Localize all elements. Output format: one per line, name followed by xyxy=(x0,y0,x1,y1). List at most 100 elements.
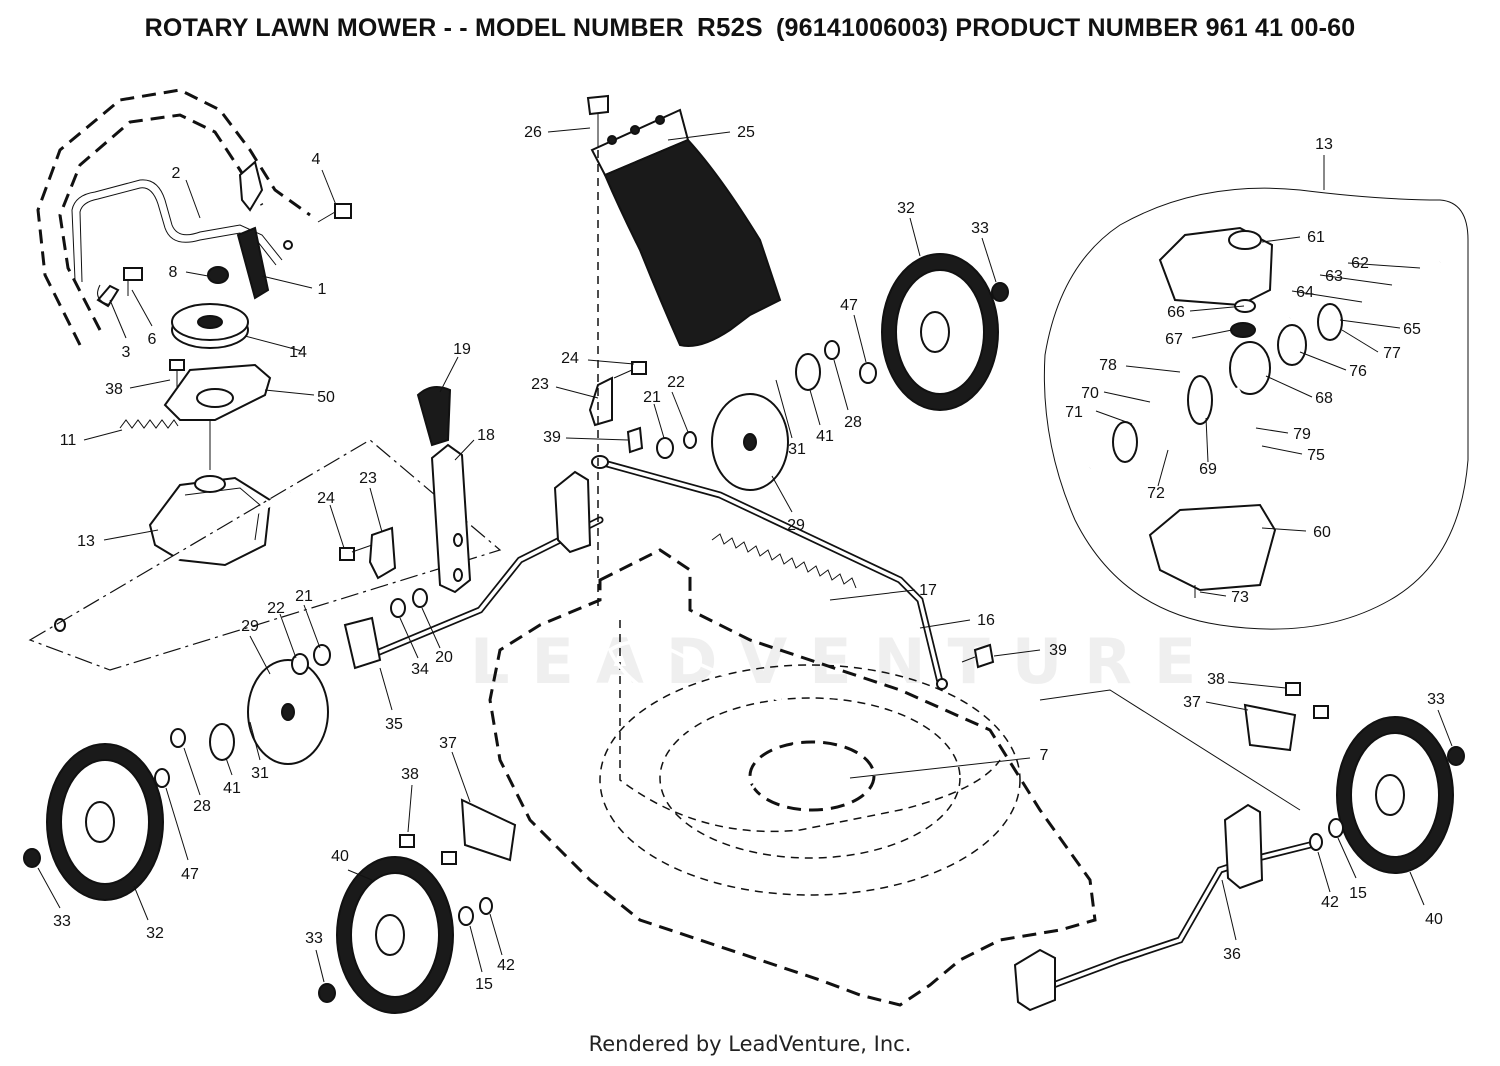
washers-15-42-left xyxy=(458,897,493,926)
callout-22: 22 xyxy=(667,374,685,391)
callout-8: 8 xyxy=(169,264,178,281)
callout-2: 2 xyxy=(172,165,181,182)
callout-61: 61 xyxy=(1307,229,1325,246)
callout-47: 47 xyxy=(181,866,199,883)
callout-17: 17 xyxy=(919,582,937,599)
nut-33-rear-left xyxy=(23,848,41,868)
spring-17 xyxy=(711,533,857,589)
callout-33: 33 xyxy=(53,913,71,930)
bolt-6 xyxy=(123,267,143,296)
clip-3 xyxy=(96,284,120,308)
callout-66: 66 xyxy=(1167,304,1185,321)
callout-60: 60 xyxy=(1313,524,1331,541)
title-suffix: (96141006003) PRODUCT NUMBER 961 41 00-6… xyxy=(776,14,1356,42)
callout-21: 21 xyxy=(295,588,313,605)
callout-40: 40 xyxy=(1425,911,1443,928)
spring-11 xyxy=(119,419,179,429)
callout-64: 64 xyxy=(1296,284,1314,301)
callout-20: 20 xyxy=(435,649,453,666)
callout-26: 26 xyxy=(524,124,542,141)
callout-50: 50 xyxy=(317,389,335,406)
handle-outline xyxy=(36,88,311,346)
front-axle-36 xyxy=(1013,803,1314,1012)
wheel-40-front-left xyxy=(336,856,454,1014)
callout-37: 37 xyxy=(1183,694,1201,711)
callout-23: 23 xyxy=(359,470,377,487)
callout-38: 38 xyxy=(105,381,123,398)
callout-40: 40 xyxy=(331,848,349,865)
callout-33: 33 xyxy=(305,930,323,947)
callout-13: 13 xyxy=(1315,136,1333,153)
callout-25: 25 xyxy=(737,124,755,141)
wheel-32-rear-right xyxy=(881,253,999,411)
rod-16 xyxy=(591,455,948,690)
callout-22: 22 xyxy=(267,600,285,617)
nut-33-front-left xyxy=(318,983,336,1003)
callout-39: 39 xyxy=(1049,642,1067,659)
callout-32: 32 xyxy=(146,925,164,942)
callout-31: 31 xyxy=(251,765,269,782)
callout-76: 76 xyxy=(1349,363,1367,380)
callout-37: 37 xyxy=(439,735,457,752)
title-prefix: ROTARY LAWN MOWER - - MODEL NUMBER xyxy=(144,14,684,42)
bolt-26 xyxy=(586,94,609,150)
nut-33-rear-right xyxy=(991,282,1009,302)
callout-63: 63 xyxy=(1325,268,1343,285)
callout-47: 47 xyxy=(840,297,858,314)
callout-35: 35 xyxy=(385,716,403,733)
callout-6: 6 xyxy=(148,331,157,348)
callout-32: 32 xyxy=(897,200,915,217)
grip-19 xyxy=(416,385,452,447)
rear-axle-rod xyxy=(343,470,604,670)
callout-19: 19 xyxy=(453,341,471,358)
gear-41-right xyxy=(795,340,877,391)
washers-21-22-39 xyxy=(626,426,697,459)
callout-34: 34 xyxy=(411,661,429,678)
callout-4: 4 xyxy=(312,151,321,168)
nut-33-front-right xyxy=(1447,746,1465,766)
rendered-by-footer: Rendered by LeadVenture, Inc. xyxy=(588,1032,912,1056)
reference-box xyxy=(28,439,502,671)
callout-31: 31 xyxy=(788,441,806,458)
pulley xyxy=(171,303,249,349)
callout-29: 29 xyxy=(787,517,805,534)
callout-33: 33 xyxy=(971,220,989,237)
callout-41: 41 xyxy=(223,780,241,797)
callout-labels: 2 4 8 1 3 6 14 38 50 11 13 19 18 24 23 2… xyxy=(53,124,1445,993)
callout-1: 1 xyxy=(318,281,327,298)
height-adjuster-right xyxy=(588,361,647,427)
callout-73: 73 xyxy=(1231,589,1249,606)
callout-36: 36 xyxy=(1223,946,1241,963)
control-bracket xyxy=(236,160,293,300)
callout-23: 23 xyxy=(531,376,549,393)
washers-15-42-right xyxy=(1309,818,1344,851)
transmission-detail xyxy=(1043,187,1469,630)
callout-16: 16 xyxy=(977,612,995,629)
callout-41: 41 xyxy=(816,428,834,445)
callout-79: 79 xyxy=(1293,426,1311,443)
callout-14: 14 xyxy=(289,344,307,361)
callout-28: 28 xyxy=(193,798,211,815)
callout-18: 18 xyxy=(477,427,495,444)
callout-21: 21 xyxy=(643,389,661,406)
mower-deck xyxy=(488,548,1097,1007)
diagram-title: ROTARY LAWN MOWER - - MODEL NUMBER R52S … xyxy=(0,12,1500,43)
callout-13: 13 xyxy=(77,533,95,550)
callout-11: 11 xyxy=(60,432,77,449)
callout-75: 75 xyxy=(1307,447,1325,464)
control-bail xyxy=(71,179,283,283)
callout-24: 24 xyxy=(317,490,335,507)
callout-15: 15 xyxy=(1349,885,1367,902)
callout-3: 3 xyxy=(122,344,131,361)
bolt-4 xyxy=(317,203,352,223)
callout-7: 7 xyxy=(1040,747,1049,764)
gear-41-left xyxy=(154,644,331,788)
callout-69: 69 xyxy=(1199,461,1217,478)
nut-8 xyxy=(207,266,229,284)
callout-38: 38 xyxy=(1207,671,1225,688)
callout-38: 38 xyxy=(401,766,419,783)
bracket-37-left xyxy=(399,798,517,865)
callout-67: 67 xyxy=(1165,331,1183,348)
leader-lines xyxy=(37,127,1453,983)
